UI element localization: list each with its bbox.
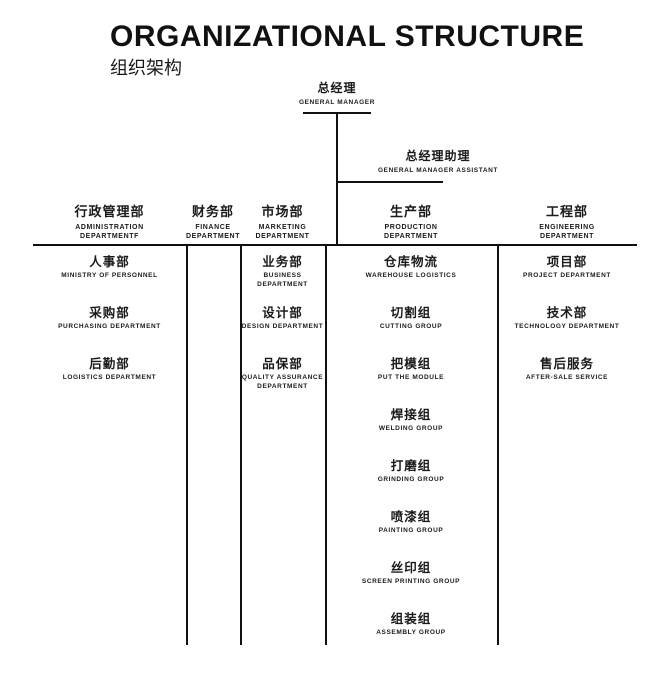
department-header-cn: 市场部 [261, 204, 304, 219]
sub-column-4: 仓库物流 WAREHOUSE LOGISTICS 切割组 CUTTING GROUP 把… [325, 255, 497, 645]
sub-item[interactable]: 售后服务 AFTER-SALE SERVICE [497, 357, 637, 383]
sub-item-cn: 人事部 [89, 255, 130, 269]
sub-item-en: CUTTING GROUP [379, 323, 443, 331]
sub-item-en: BUSINESS DEPARTMENT [257, 272, 308, 289]
sub-item-en: ASSEMBLY GROUP [376, 629, 446, 637]
sub-item[interactable]: 把模组 PUT THE MODULE [325, 357, 497, 383]
sub-item[interactable]: 仓库物流 WAREHOUSE LOGISTICS [325, 255, 497, 281]
department-header-cn: 财务部 [191, 204, 234, 219]
sub-item-en: PROJECT DEPARTMENT [523, 272, 611, 280]
general-manager-assistant-underline [336, 181, 443, 183]
sub-item[interactable]: 人事部 MINISTRY OF PERSONNEL [33, 255, 186, 281]
sub-item-en: SCREEN PRINTING GROUP [361, 578, 461, 586]
title-block: ORGANIZATIONAL STRUCTURE 组织架构 [110, 20, 630, 79]
sub-item[interactable]: 切割组 CUTTING GROUP [325, 306, 497, 332]
sub-item-en: PURCHASING DEPARTMENT [58, 323, 161, 331]
node-general-manager-cn: 总经理 [317, 81, 357, 95]
sub-item-cn: 采购部 [89, 306, 130, 320]
sub-item-cn: 把模组 [390, 357, 432, 371]
sub-item-en: AFTER-SALE SERVICE [525, 374, 609, 382]
sub-item-cn: 品保部 [262, 357, 303, 371]
sub-item[interactable]: 设计部 DESIGN DEPARTMENT [240, 306, 325, 332]
sub-item-cn: 技术部 [546, 306, 588, 320]
sub-item[interactable]: 焊接组 WELDING GROUP [325, 408, 497, 434]
sub-item-cn: 设计部 [262, 306, 303, 320]
sub-item[interactable]: 丝印组 SCREEN PRINTING GROUP [325, 561, 497, 587]
department-separator-line [33, 244, 637, 246]
sub-item-en: PUT THE MODULE [377, 374, 445, 382]
sub-item-cn: 后勤部 [89, 357, 130, 371]
node-general-manager: 总经理 GENERAL MANAGER [287, 81, 387, 108]
sub-column-1: 人事部 MINISTRY OF PERSONNEL 采购部 PURCHASING DE… [33, 255, 186, 645]
department-header-cn: 生产部 [389, 204, 432, 219]
sub-item-cn: 丝印组 [390, 561, 432, 575]
sub-item[interactable]: 采购部 PURCHASING DEPARTMENT [33, 306, 186, 332]
sub-item-cn: 喷漆组 [390, 510, 432, 524]
column-divider-2 [240, 246, 242, 645]
sub-item-cn: 焊接组 [390, 408, 432, 422]
sub-column-3: 业务部 BUSINESS DEPARTMENT 设计部 DESIGN DEPARTME… [240, 255, 325, 645]
sub-item-en: WAREHOUSE LOGISTICS [365, 272, 457, 280]
sub-item-en: GRINDING GROUP [377, 476, 445, 484]
sub-item[interactable]: 技术部 TECHNOLOGY DEPARTMENT [497, 306, 637, 332]
sub-item-en: TECHNOLOGY DEPARTMENT [514, 323, 620, 331]
column-divider-4 [497, 246, 499, 645]
sub-item-cn: 打磨组 [390, 459, 432, 473]
sub-item[interactable]: 项目部 PROJECT DEPARTMENT [497, 255, 637, 281]
sub-item-en: DESIGN DEPARTMENT [241, 323, 324, 331]
sub-item-cn: 仓库物流 [383, 255, 438, 269]
sub-item[interactable]: 业务部 BUSINESS DEPARTMENT [240, 255, 325, 290]
sub-item-en: MINISTRY OF PERSONNEL [61, 272, 158, 280]
sub-item-cn: 切割组 [390, 306, 432, 320]
sub-item[interactable]: 组装组 ASSEMBLY GROUP [325, 612, 497, 638]
column-divider-1 [186, 246, 188, 645]
sub-item-cn: 业务部 [262, 255, 303, 269]
department-header-cn: 工程部 [545, 204, 588, 219]
node-general-manager-en: GENERAL MANAGER [298, 98, 376, 106]
sub-item-cn: 项目部 [546, 255, 588, 269]
column-divider-3 [325, 246, 327, 645]
sub-item-en: PAINTING GROUP [378, 527, 444, 535]
node-general-manager-assistant: 总经理助理 GENERAL MANAGER ASSISTANT [288, 149, 588, 176]
node-general-manager-assistant-cn: 总经理助理 [405, 149, 471, 163]
sub-item-cn: 组装组 [390, 612, 432, 626]
department-header-cn: 行政管理部 [74, 204, 145, 219]
hierarchy-spine-line [336, 112, 338, 245]
sub-item[interactable]: 喷漆组 PAINTING GROUP [325, 510, 497, 536]
sub-column-5: 项目部 PROJECT DEPARTMENT 技术部 TECHNOLOGY DEPAR… [497, 255, 637, 645]
sub-item-en: WELDING GROUP [378, 425, 444, 433]
sub-item-cn: 售后服务 [539, 357, 594, 371]
sub-item[interactable]: 打磨组 GRINDING GROUP [325, 459, 497, 485]
sub-item-en: LOGISTICS DEPARTMENT [62, 374, 157, 382]
page-title: ORGANIZATIONAL STRUCTURE [110, 20, 585, 53]
sub-item[interactable]: 后勤部 LOGISTICS DEPARTMENT [33, 357, 186, 383]
page-subtitle: 组织架构 [110, 58, 182, 78]
node-general-manager-assistant-en: GENERAL MANAGER ASSISTANT [378, 166, 498, 174]
